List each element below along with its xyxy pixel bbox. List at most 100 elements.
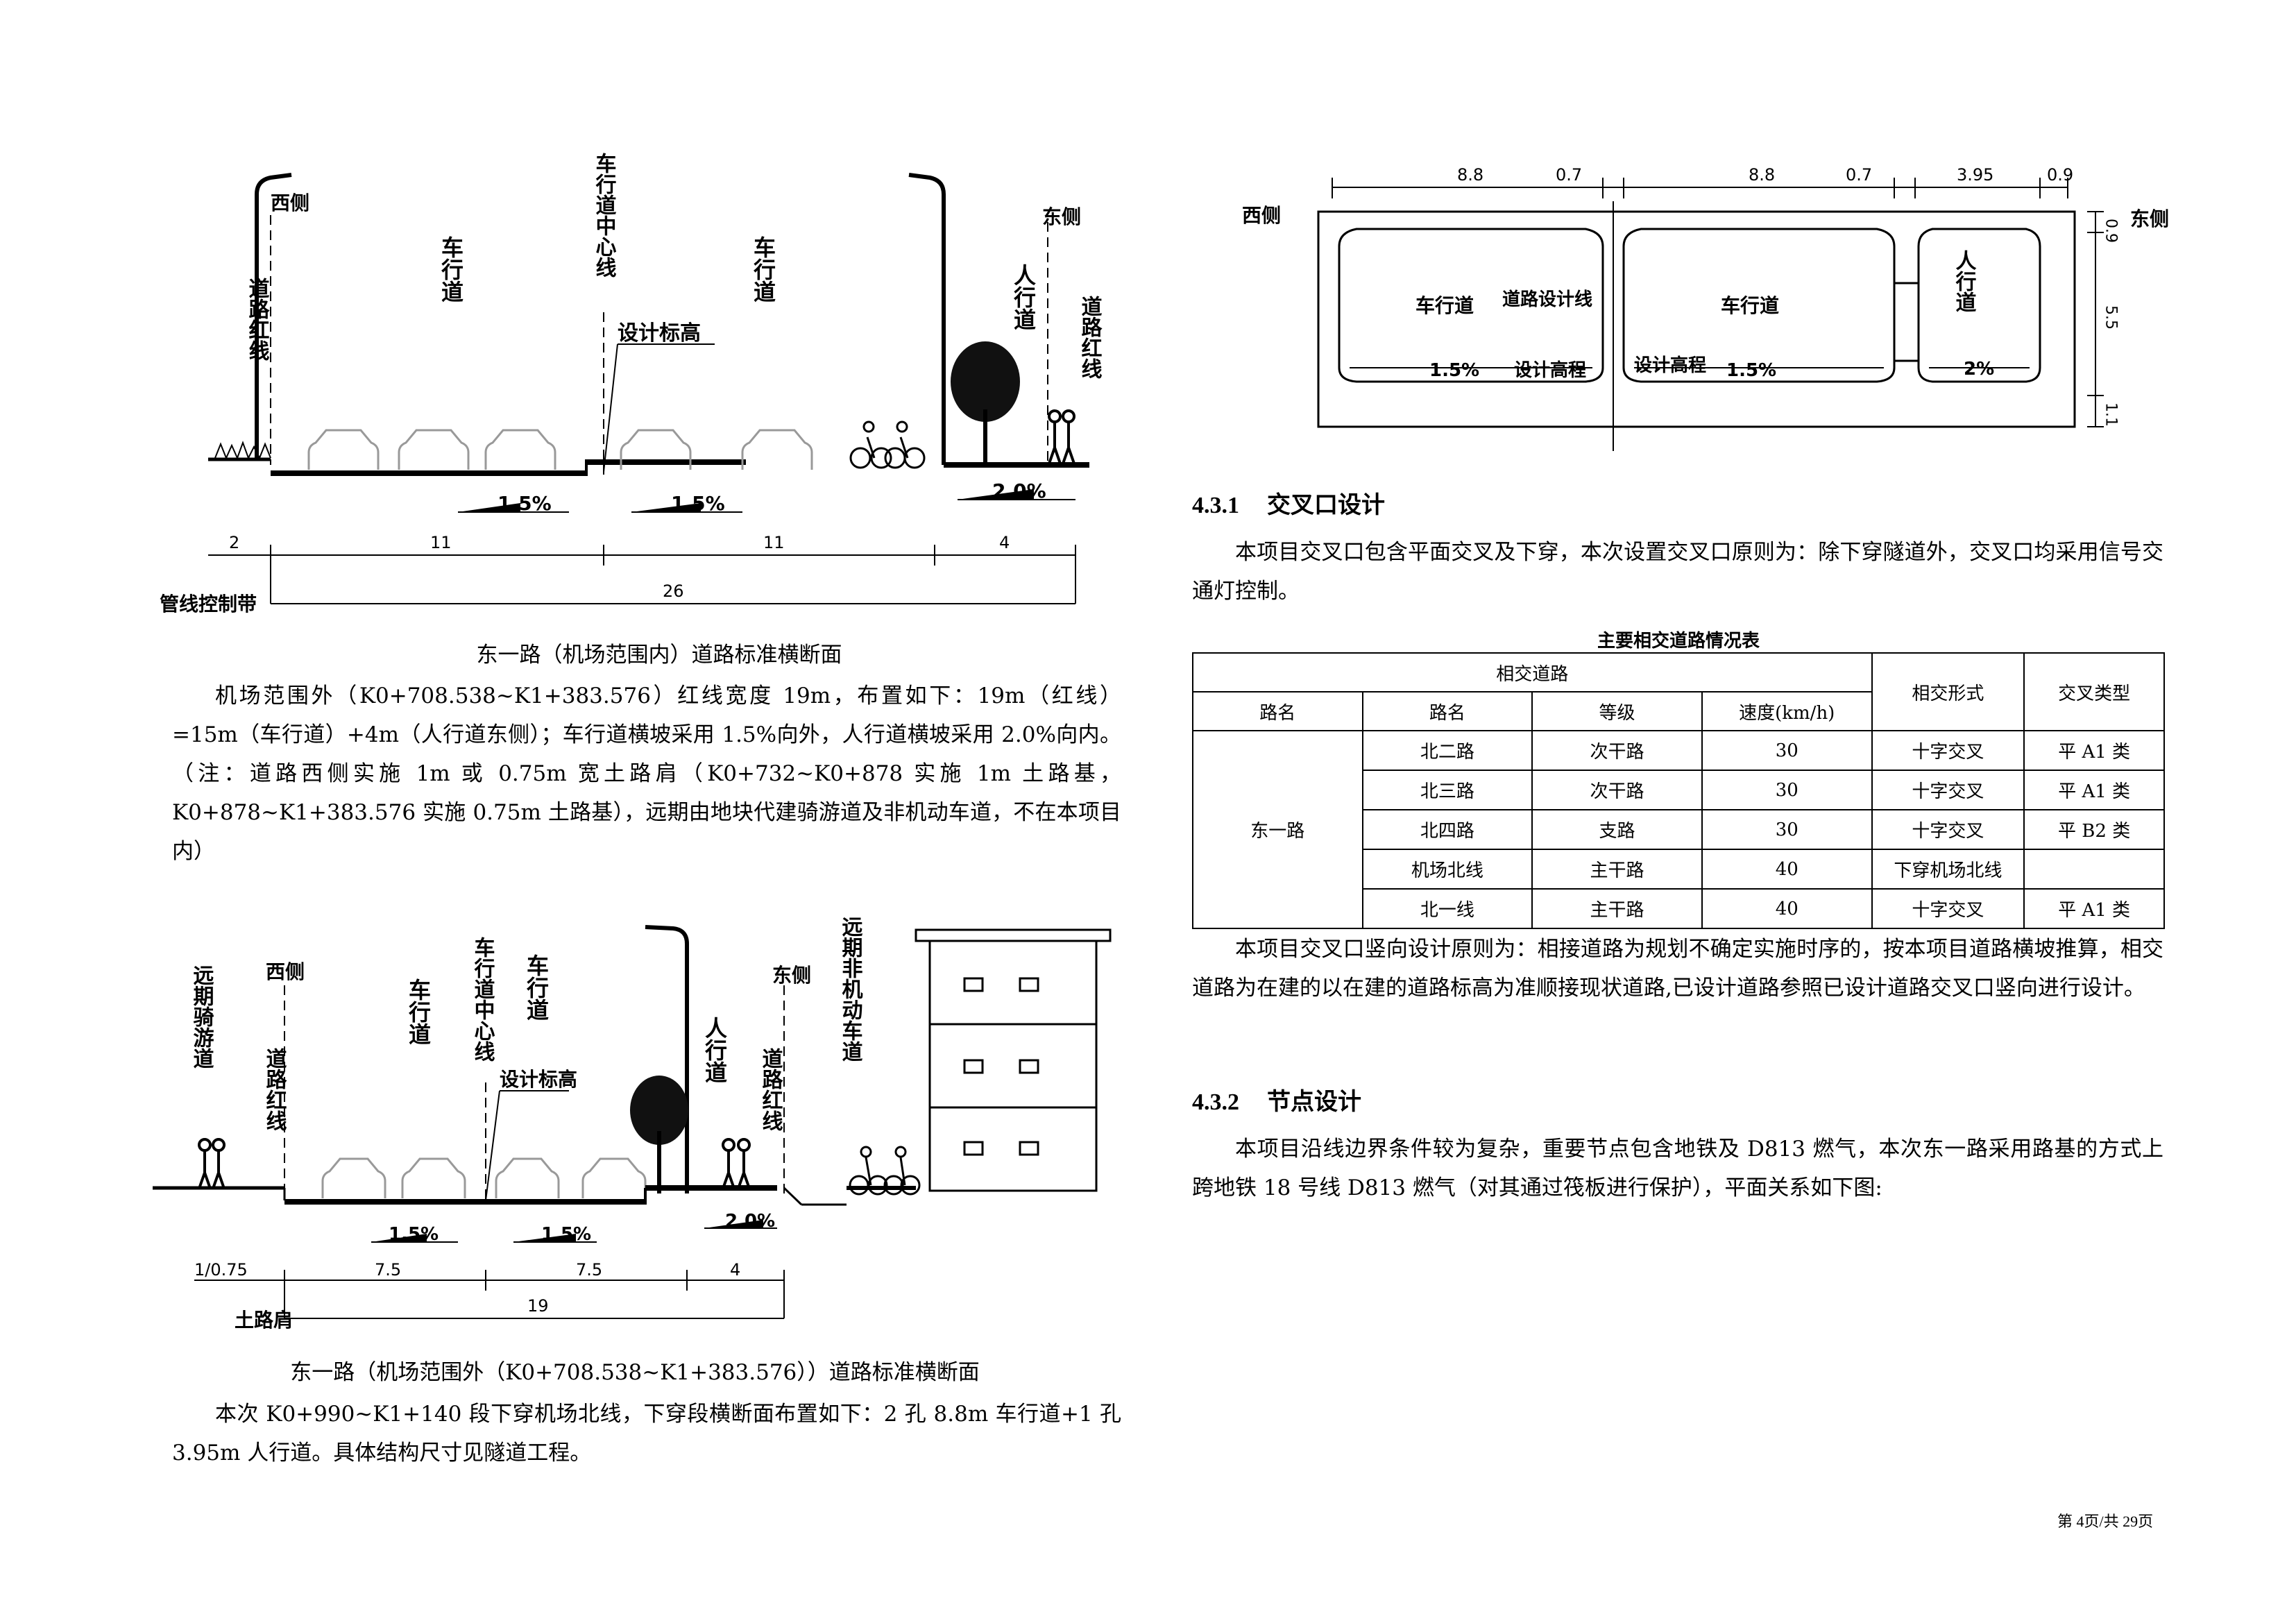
slope-left-2: 1.5% — [389, 1224, 439, 1245]
carriageway-right-label-2: 车行道 — [523, 954, 550, 1021]
table-row: 东一路 北二路 次干路 30 十字交叉 平 A1 类 — [1192, 730, 2165, 929]
table-cell: 次干路 — [1531, 770, 1703, 810]
centerline-label-2: 车行道中心线 — [470, 936, 496, 1062]
sidewalk-label-2: 人行道 — [701, 1017, 728, 1083]
side-dim-3: 1.1 — [2102, 402, 2120, 427]
section-432-heading: 4.3.2 节点设计 — [1192, 1082, 1361, 1116]
table-cell: 主干路 — [1531, 888, 1703, 929]
dim-2-3: 4 — [730, 1260, 740, 1280]
tunnel-slope-right: 1.5% — [1726, 360, 1776, 381]
table-cell: 30 — [1701, 770, 1873, 810]
design-elev-label: 设计标高 — [618, 321, 701, 346]
east-label-2: 东侧 — [772, 964, 811, 987]
intersection-table: 相交道路 相交形式 交叉类型 路名 路名 等级 速度(km/h) 东一路 北二路… — [1192, 652, 2165, 929]
east-label: 东侧 — [1042, 205, 1081, 228]
dim-2: 11 — [430, 533, 452, 552]
west-label: 西侧 — [271, 192, 309, 214]
table-cell: 次干路 — [1531, 730, 1703, 771]
table-cell: 机场北线 — [1361, 849, 1533, 890]
side-dim-2: 5.5 — [2102, 305, 2120, 330]
table-row: 北四路 支路 30 十字交叉 平 B2 类 — [1193, 809, 2165, 850]
section-431-title: 交叉口设计 — [1267, 491, 1385, 519]
design-elev-label-2: 设计标高 — [500, 1068, 577, 1091]
west-label-2: 西侧 — [266, 960, 305, 983]
tunnel-carriageway-left: 车行道 — [1415, 294, 1474, 317]
figure-1-caption: 东一路（机场范围内）道路标准横断面 — [476, 643, 842, 668]
table-cell: 北一线 — [1361, 888, 1533, 929]
table-cell: 平 A1 类 — [2023, 770, 2165, 810]
table-cell: 30 — [1701, 730, 1873, 771]
carriageway-left-label-2: 车行道 — [405, 978, 432, 1045]
tunnel-carriageway-right: 车行道 — [1721, 294, 1779, 317]
tunnel-elev-right: 设计高程 — [1634, 355, 1706, 376]
section-432-title: 节点设计 — [1267, 1088, 1361, 1116]
header-type: 交叉类型 — [2023, 652, 2165, 731]
future-bike-label: 远期骑游道 — [189, 965, 214, 1069]
west-label-3: 西侧 — [1242, 204, 1281, 227]
table-row: 机场北线 主干路 40 下穿机场北线 — [1193, 849, 2165, 890]
figure-cross-section-2: 远期骑游道 西侧 道路红线 车行道 车行道中心线 车行道 设计标高 人行道 东侧… — [153, 916, 1112, 1332]
slope-bank: 1/0.75 — [194, 1260, 248, 1280]
table-cell: 北二路 — [1361, 730, 1533, 771]
table-cell: 支路 — [1531, 809, 1703, 850]
slope-side: 2.0% — [992, 479, 1046, 502]
table-cell: 北三路 — [1361, 770, 1533, 810]
paragraph-2: 本次 K0+990~K1+140 段下穿机场北线，下穿段横断面布置如下：2 孔 … — [172, 1402, 1121, 1465]
carriageway-right-label: 车行道 — [750, 236, 776, 303]
red-line-left-2: 道路红线 — [262, 1048, 287, 1131]
top-dim-1: 8.8 — [1457, 165, 1483, 185]
table-cell: 十字交叉 — [1871, 809, 2025, 850]
top-dim-4: 0.7 — [1846, 165, 1872, 185]
table-cell: 40 — [1701, 849, 1873, 890]
slope-right-2: 1.5% — [541, 1224, 591, 1245]
future-nonmotor-label: 远期非机动车道 — [838, 916, 863, 1062]
table-cell — [2023, 849, 2165, 890]
dim-1: 2 — [229, 533, 239, 552]
table-cell: 十字交叉 — [1871, 888, 2025, 929]
table-cell: 主干路 — [1531, 849, 1703, 890]
figure-cross-section-1: 西侧 道路红线 车行道中心线 设计标高 车行道 车行道 人行道 — [160, 152, 1103, 615]
figure-tunnel-section: 8.8 0.7 8.8 0.7 3.95 0.9 西侧 东侧 车行道 道路设计线… — [1242, 165, 2169, 451]
header-form: 相交形式 — [1871, 652, 2025, 731]
slope-left: 1.5% — [498, 492, 552, 515]
group-header: 相交道路 — [1192, 652, 1873, 692]
slope-side-2: 2.0% — [725, 1211, 775, 1232]
sidewalk-label: 人行道 — [1010, 264, 1037, 330]
table-cell: 30 — [1701, 809, 1873, 850]
figure-2-caption: 东一路（机场范围外（K0+708.538~K1+383.576））道路标准横断面 — [290, 1360, 980, 1385]
pipe-band-label: 管线控制带 — [160, 593, 257, 615]
dim-3: 11 — [763, 533, 785, 552]
red-line-right-2: 道路红线 — [758, 1048, 783, 1131]
section-431-number: 4.3.1 — [1192, 493, 1239, 518]
red-line-right: 道路红线 — [1078, 296, 1103, 379]
paragraph-3: 本项目交叉口包含平面交叉及下穿，本次设置交叉口原则为：除下穿隧道外，交叉口均采用… — [1192, 540, 2163, 604]
table-cell: 平 A1 类 — [2023, 888, 2165, 929]
dim-2-2: 7.5 — [576, 1260, 602, 1280]
table-row: 北三路 次干路 30 十字交叉 平 A1 类 — [1193, 770, 2165, 810]
centerline-label: 车行道中心线 — [592, 152, 618, 278]
tunnel-slope-left: 1.5% — [1429, 360, 1479, 381]
section-432-number: 4.3.2 — [1192, 1089, 1239, 1115]
page-footer: 第 4页/共 29页 — [2057, 1513, 2154, 1530]
header-main-road: 路名 — [1192, 691, 1363, 731]
side-dim-1: 0.9 — [2102, 219, 2120, 243]
tunnel-elev-left: 设计高程 — [1514, 359, 1586, 381]
east-label-3: 东侧 — [2130, 207, 2169, 230]
table-cell: 40 — [1701, 888, 1873, 929]
table-cell: 十字交叉 — [1871, 730, 2025, 771]
top-dim-3: 8.8 — [1749, 165, 1775, 185]
carriageway-left-label: 车行道 — [438, 236, 464, 303]
table-cell: 平 B2 类 — [2023, 809, 2165, 850]
header-grade: 等级 — [1531, 691, 1703, 731]
header-road: 路名 — [1361, 691, 1533, 731]
main-road-cell: 东一路 — [1192, 730, 1363, 929]
tunnel-slope-side: 2% — [1964, 359, 1994, 380]
table-cell: 平 A1 类 — [2023, 730, 2165, 771]
tunnel-design-line: 道路设计线 — [1502, 289, 1592, 310]
table-row: 北一线 主干路 40 十字交叉 平 A1 类 — [1193, 888, 2165, 929]
dim-total: 26 — [663, 581, 684, 601]
slope-right: 1.5% — [671, 492, 725, 515]
shoulder-label: 土路肩 — [235, 1309, 293, 1332]
section-431-heading: 4.3.1 交叉口设计 — [1192, 486, 1385, 520]
dim-2-1: 7.5 — [375, 1260, 401, 1280]
